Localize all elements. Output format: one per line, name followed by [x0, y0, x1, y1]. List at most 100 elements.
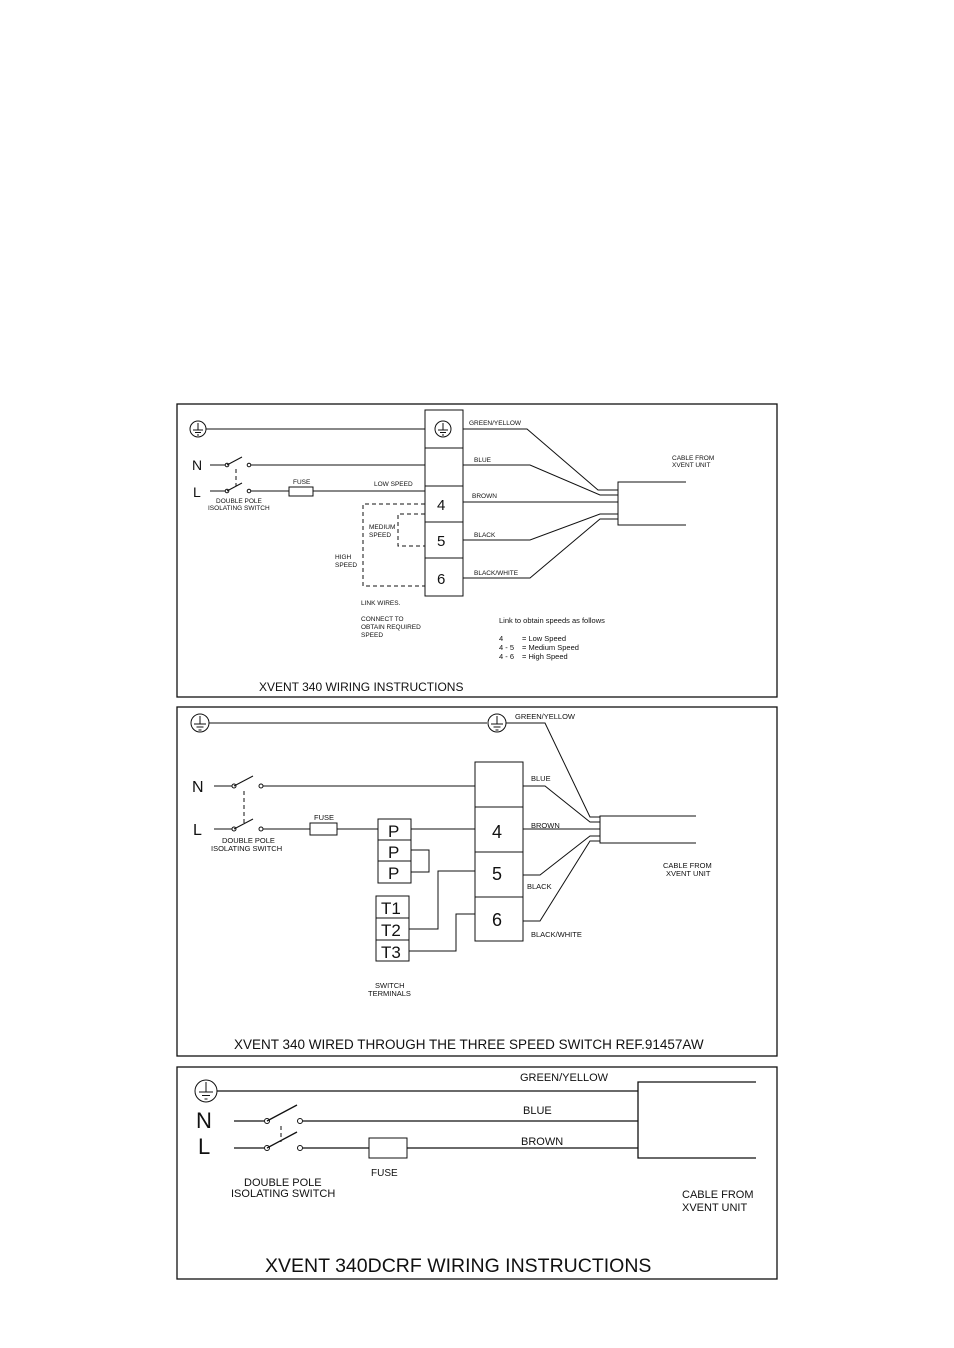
switch-blade: [226, 482, 243, 492]
legend-title: Link to obtain speeds as follows: [499, 616, 605, 625]
switch-contact: [231, 826, 237, 832]
cable-label-1: CABLE FROM: [682, 1189, 754, 1201]
legend-key-1: 4: [499, 634, 503, 643]
diagram2-frame: [176, 706, 778, 1057]
wire-label-black-white: BLACK/WHITE: [474, 570, 519, 577]
switch-contact: [258, 826, 264, 832]
cable-wires: [506, 722, 600, 922]
switch-label-2: ISOLATING SWITCH: [208, 505, 270, 512]
link-wires-label: LINK WIRES.: [361, 600, 401, 607]
switch-contact: [224, 488, 230, 494]
switch-contact: [224, 462, 230, 468]
switch-contact: [264, 1118, 270, 1124]
neutral-label: N: [192, 457, 202, 473]
diagram-xvent-340dcrf: N L FUSE DOUBLE POLE ISOLATING SWITCH GR…: [176, 1066, 778, 1280]
connect-label-2: OBTAIN REQUIRED: [361, 624, 421, 631]
neutral-label: N: [196, 1108, 212, 1133]
diagram1-title: XVENT 340 WIRING INSTRUCTIONS: [259, 680, 463, 694]
legend-key-3: 4 - 6: [499, 652, 514, 661]
wire-label-black: BLACK: [474, 532, 496, 539]
high-speed-link: [362, 503, 425, 587]
switch-contact: [246, 462, 252, 468]
cable-wires: [463, 428, 618, 579]
connect-label-1: CONNECT TO: [361, 616, 404, 623]
t-terminal-block: [375, 895, 410, 962]
wire-label-blue: BLUE: [523, 1105, 552, 1117]
switch-blade: [266, 1131, 298, 1149]
wire-label-green-yellow: GREEN/YELLOW: [520, 1072, 609, 1084]
live-label: L: [198, 1134, 210, 1159]
switch-contact: [231, 783, 237, 789]
switch-label-2: ISOLATING SWITCH: [211, 844, 282, 853]
fuse-label: FUSE: [293, 479, 311, 486]
earth-icon: [194, 1079, 218, 1103]
connect-label-3: SPEED: [361, 632, 383, 639]
cable-label-2: XVENT UNIT: [672, 462, 711, 469]
fuse-label: FUSE: [371, 1168, 398, 1179]
high-speed-label-2: SPEED: [335, 562, 357, 569]
terminal-4: 4: [437, 497, 445, 514]
wire-label-black-white: BLACK/WHITE: [531, 930, 582, 939]
earth-icon: [434, 420, 452, 438]
t2-wire: [409, 870, 475, 930]
t-terminal-1: T1: [381, 899, 401, 918]
switch-contact: [297, 1145, 303, 1151]
p-link-wire: [411, 849, 430, 873]
wire-label-green-yellow: GREEN/YELLOW: [469, 420, 522, 427]
earth-icon: [487, 713, 507, 733]
wire-label-black: BLACK: [527, 882, 552, 891]
diagram1-frame: [176, 403, 778, 698]
switch-terminals-label-1: SWITCH: [375, 981, 405, 990]
fuse-symbol: [368, 1137, 408, 1159]
cable-end: [599, 815, 696, 844]
legend-value-1: = Low Speed: [522, 634, 566, 643]
p-terminal-2: P: [388, 843, 399, 862]
cable-label-2: XVENT UNIT: [682, 1202, 747, 1214]
p-terminal-3: P: [388, 864, 399, 883]
wire-label-brown: BROWN: [521, 1136, 563, 1148]
cable-end: [617, 481, 686, 526]
wire-label-green-yellow: GREEN/YELLOW: [515, 712, 576, 721]
switch-contact: [297, 1118, 303, 1124]
switch-contact: [258, 783, 264, 789]
medium-speed-label-2: SPEED: [369, 532, 391, 539]
p-terminal-1: P: [388, 822, 399, 841]
high-speed-label-1: HIGH: [335, 554, 352, 561]
switch-blade: [233, 818, 254, 830]
diagram-three-speed-switch: GREEN/YELLOW N L FUSE DOUBLE POLE ISOLAT…: [176, 706, 778, 1057]
diagram-xvent-340: N L FUSE DOUBLE POLE ISOLATING SWITCH LO…: [176, 403, 778, 698]
wire-label-brown: BROWN: [531, 821, 560, 830]
t-terminal-3: T3: [381, 943, 401, 962]
switch-contact: [246, 488, 252, 494]
terminal-block: [474, 761, 524, 942]
p-terminal-block: [377, 818, 412, 884]
legend-value-2: = Medium Speed: [522, 643, 579, 652]
t3-wire: [409, 913, 475, 952]
switch-label-2: ISOLATING SWITCH: [231, 1188, 335, 1200]
live-label: L: [193, 484, 201, 500]
switch-label-1: DOUBLE POLE: [216, 498, 263, 505]
diagram3-frame: [176, 1066, 778, 1280]
legend-value-3: = High Speed: [522, 652, 568, 661]
fuse-label: FUSE: [314, 813, 334, 822]
terminal-6: 6: [437, 571, 445, 588]
switch-blade: [226, 456, 243, 466]
fuse-symbol: [288, 486, 314, 497]
switch-blade: [233, 775, 254, 787]
terminal-6: 6: [492, 910, 502, 930]
terminal-block: [424, 409, 464, 597]
diagram3-title: XVENT 340DCRF WIRING INSTRUCTIONS: [265, 1255, 651, 1277]
terminal-4: 4: [492, 822, 502, 842]
medium-speed-label-1: MEDIUM: [369, 524, 395, 531]
terminal-5: 5: [437, 533, 445, 550]
wire-label-blue: BLUE: [531, 774, 551, 783]
cable-end: [637, 1081, 756, 1159]
fuse-symbol: [309, 822, 338, 836]
live-label: L: [193, 822, 202, 839]
t-terminal-2: T2: [381, 921, 401, 940]
wire-label-blue: BLUE: [474, 457, 492, 464]
wire-label-brown: BROWN: [472, 493, 497, 500]
neutral-label: N: [192, 779, 204, 796]
switch-contact: [264, 1145, 270, 1151]
